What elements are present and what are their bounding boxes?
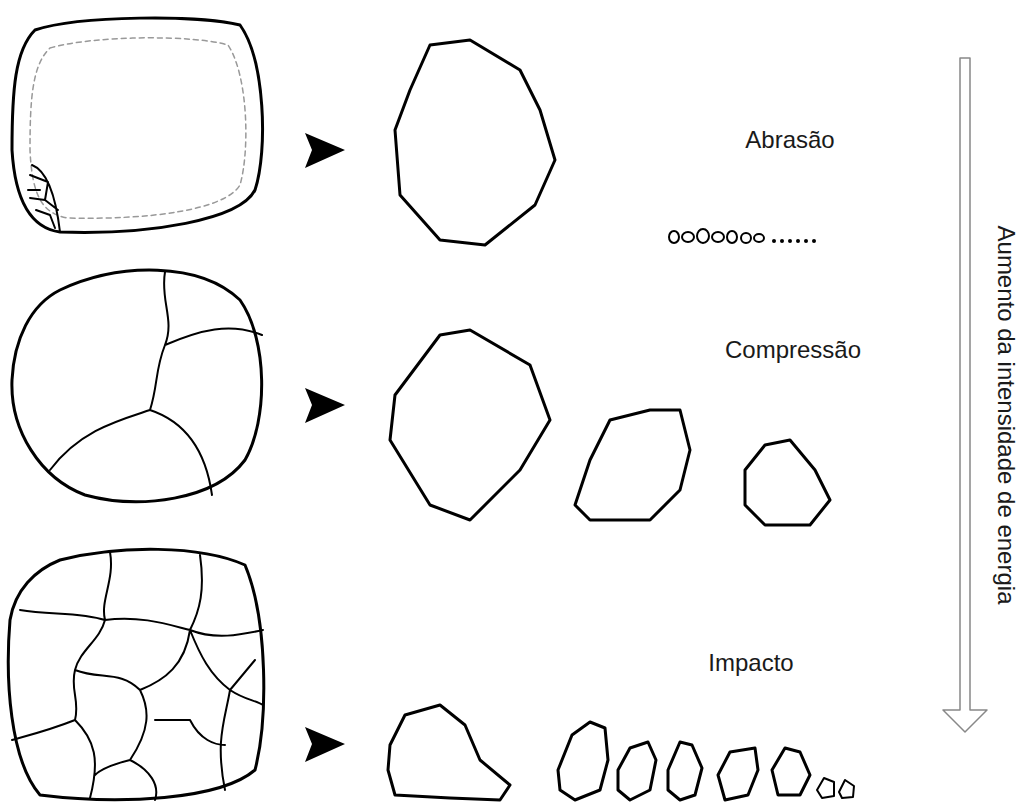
fragment-outline bbox=[839, 780, 854, 798]
fragment-outline bbox=[718, 748, 758, 800]
energy-arrow bbox=[943, 58, 987, 732]
abrasion-boundary bbox=[30, 38, 246, 218]
crack-lines bbox=[50, 272, 262, 495]
mechanism-label: Compressão bbox=[725, 336, 861, 365]
particle-outline bbox=[8, 549, 263, 799]
fragment-outline bbox=[558, 722, 608, 800]
axis-label: Aumento da intensidade de energia bbox=[992, 226, 1021, 605]
particle-outline bbox=[12, 18, 263, 232]
particle-outline bbox=[395, 40, 555, 245]
fine-particles bbox=[669, 229, 764, 243]
abrasion-fragments bbox=[28, 165, 60, 232]
process-arrow bbox=[305, 388, 345, 423]
process-arrow bbox=[305, 133, 345, 168]
fragment-outline bbox=[817, 778, 834, 798]
crack-lines bbox=[12, 552, 263, 800]
mechanism-label: Abrasão bbox=[745, 126, 834, 155]
mechanism-label: Impacto bbox=[708, 649, 793, 678]
fine-dots bbox=[772, 239, 816, 243]
fragment-outline bbox=[390, 330, 550, 520]
process-arrow bbox=[305, 727, 345, 762]
fragment-outline bbox=[575, 410, 690, 520]
fragment-outline bbox=[745, 440, 830, 525]
fragment-outline bbox=[668, 742, 702, 800]
fragment-outline bbox=[618, 742, 656, 800]
fragment-outline bbox=[388, 705, 510, 800]
fragment-outline bbox=[772, 748, 810, 795]
particle-outline bbox=[12, 270, 262, 502]
